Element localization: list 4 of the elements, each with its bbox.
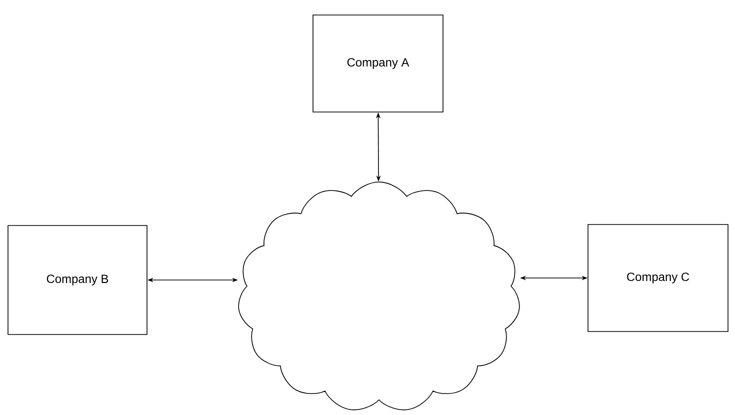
company-box: Company A bbox=[312, 14, 444, 112]
company-box: Company B bbox=[8, 225, 148, 335]
company-box: Company C bbox=[588, 224, 728, 332]
cloud-shape bbox=[238, 182, 520, 410]
